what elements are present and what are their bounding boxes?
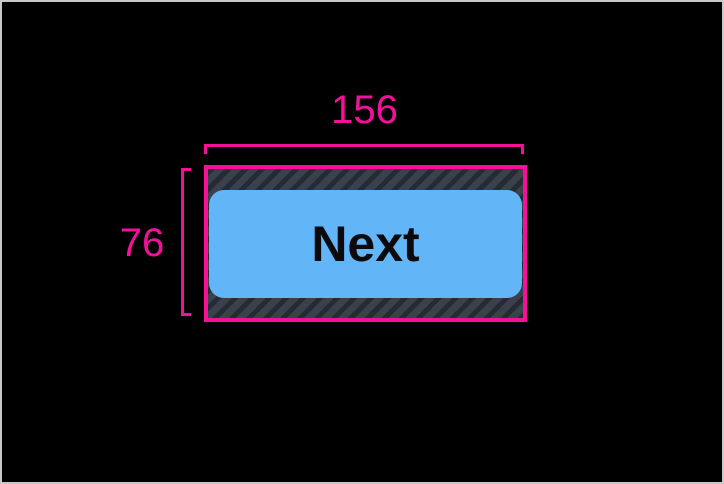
width-measure-bracket [204,144,524,154]
next-button[interactable]: Next [209,189,522,298]
height-dimension-label: 76 [119,221,165,265]
width-dimension-label: 156 [331,88,398,132]
height-measure-bracket [181,168,191,316]
next-button-label: Next [311,215,420,272]
touch-target-highlight: Next [204,165,527,322]
